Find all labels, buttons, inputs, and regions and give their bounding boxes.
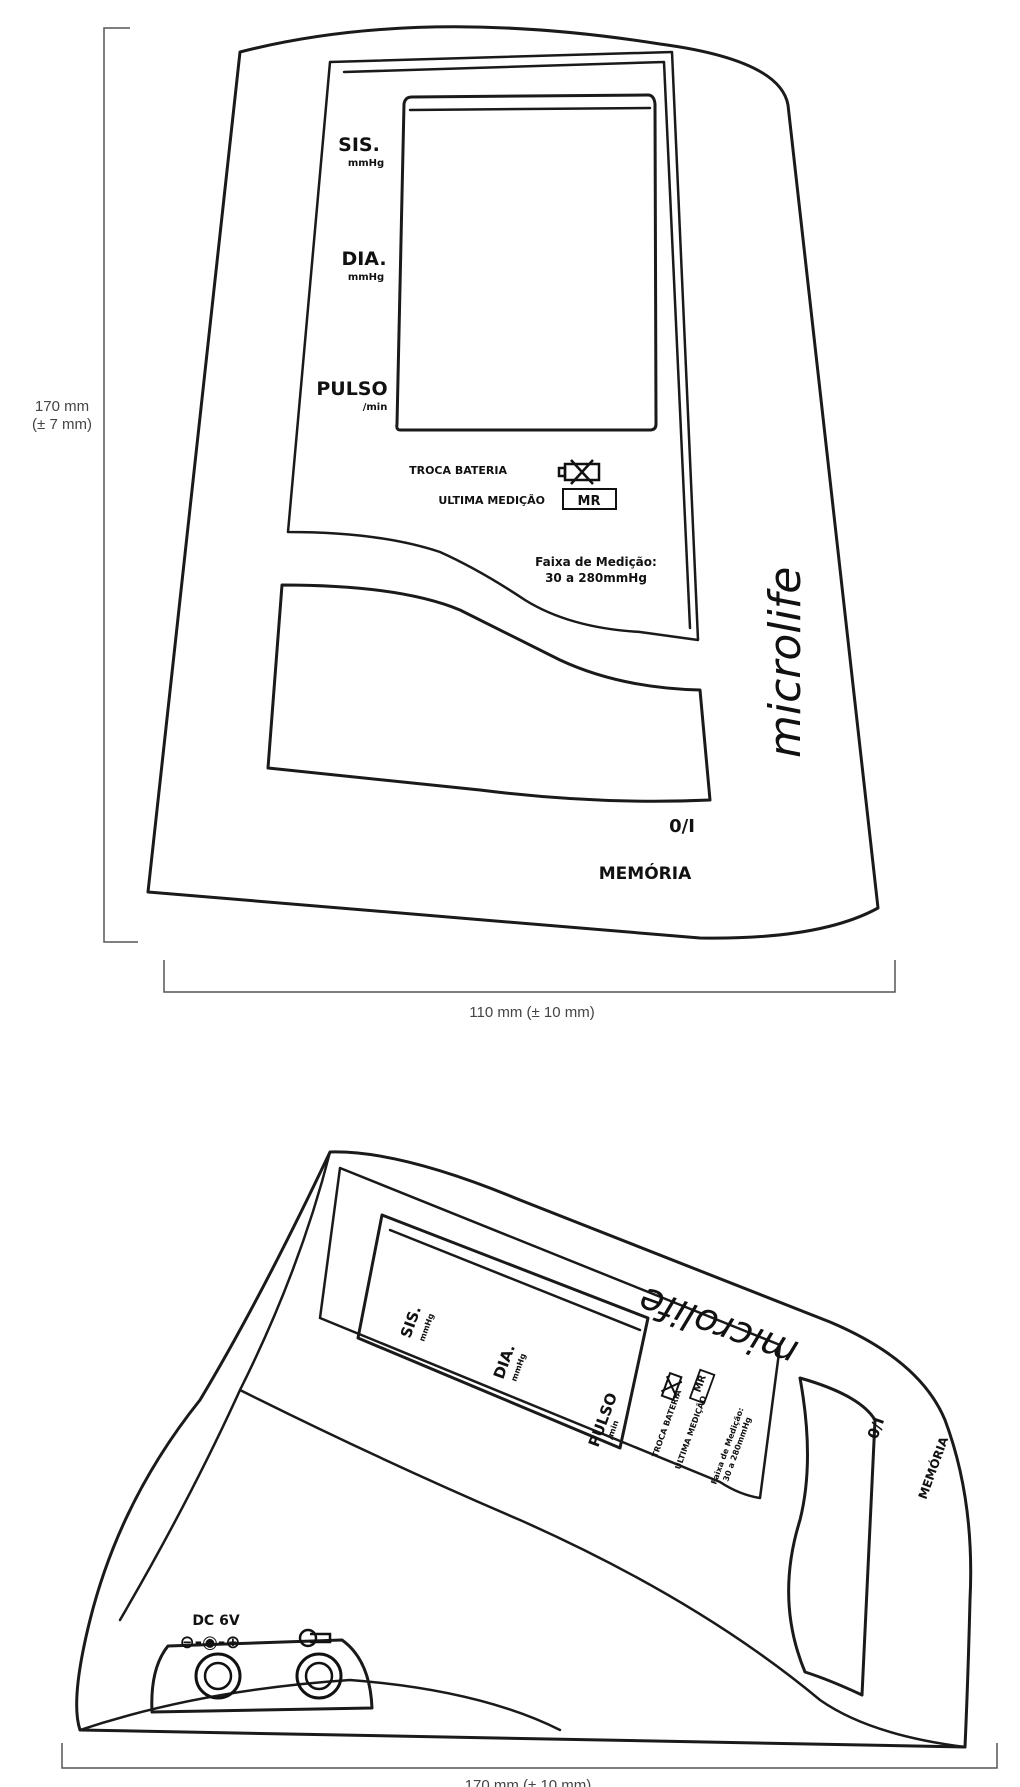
side-mr-badge-box <box>688 1368 716 1405</box>
front-panel-inner-outline <box>342 60 692 630</box>
side-brand-logo: microlife <box>633 1278 803 1376</box>
dc-polarity-symbol: ⊖-◉-⊕ <box>180 1632 241 1653</box>
front-panel-outline <box>286 50 700 642</box>
lcd-screen <box>395 93 658 432</box>
side-power-label: 0/I <box>864 1415 888 1441</box>
side-body-outline <box>75 1150 973 1749</box>
memoria-button-label: MEMÓRIA <box>599 862 692 884</box>
side-battery-crossed-icon <box>660 1371 683 1402</box>
troca-bateria-label: TROCA BATERIA <box>409 464 507 477</box>
side-lcd-bevel <box>388 1228 642 1332</box>
faixa-title: Faixa de Medição: <box>535 555 657 569</box>
port-recess <box>150 1638 374 1714</box>
memory-button-area <box>266 583 712 803</box>
side-top-panel <box>318 1166 782 1500</box>
front-body-outline <box>146 25 880 940</box>
width-dimension-line <box>163 960 896 993</box>
side-memory-button <box>787 1376 877 1697</box>
side-mr-badge: MR <box>692 1373 708 1394</box>
side-view: 170 mm (± 10 mm) microlife SIS. mmHg DIA… <box>61 1150 998 1787</box>
side-memoria-label: MEMÓRIA <box>915 1434 952 1501</box>
dc-label: DC 6V <box>192 1613 240 1629</box>
sis-label: SIS. <box>338 134 380 156</box>
side-lcd-screen <box>356 1213 650 1450</box>
lcd-screen-top-bevel <box>408 106 652 112</box>
side-lower-crease <box>238 1388 967 1749</box>
front-view: 170 mm (± 7 mm) 110 mm (± 10 mm) SIS. mm… <box>32 25 896 1021</box>
length-dimension-text: 170 mm (± 10 mm) <box>465 1777 592 1787</box>
length-dimension-line <box>61 1743 998 1769</box>
height-dimension-text: 170 mm <box>35 398 89 415</box>
sis-unit: mmHg <box>348 158 384 169</box>
cuff-connector-port <box>295 1652 343 1700</box>
side-left-face-edge <box>118 1150 332 1622</box>
width-dimension-text: 110 mm (± 10 mm) <box>469 1004 594 1021</box>
faixa-range: 30 a 280mmHg <box>545 571 647 585</box>
height-dimension-line <box>103 27 138 943</box>
mr-badge-box <box>562 488 617 510</box>
battery-crossed-icon <box>557 459 601 485</box>
dc-jack-icon <box>194 1652 242 1700</box>
dia-label: DIA. <box>341 248 386 270</box>
mr-badge: MR <box>578 494 601 509</box>
dia-unit: mmHg <box>348 272 384 283</box>
pulso-unit: /min <box>363 402 388 413</box>
front-brand-logo: microlife <box>760 567 811 758</box>
cuff-connector-icon <box>298 1628 332 1648</box>
height-tolerance-text: (± 7 mm) <box>32 416 92 433</box>
power-button-label: 0/I <box>669 816 695 837</box>
pulso-label: PULSO <box>316 378 387 400</box>
ultima-medicao-label: ULTIMA MEDIÇÃO <box>438 494 545 507</box>
